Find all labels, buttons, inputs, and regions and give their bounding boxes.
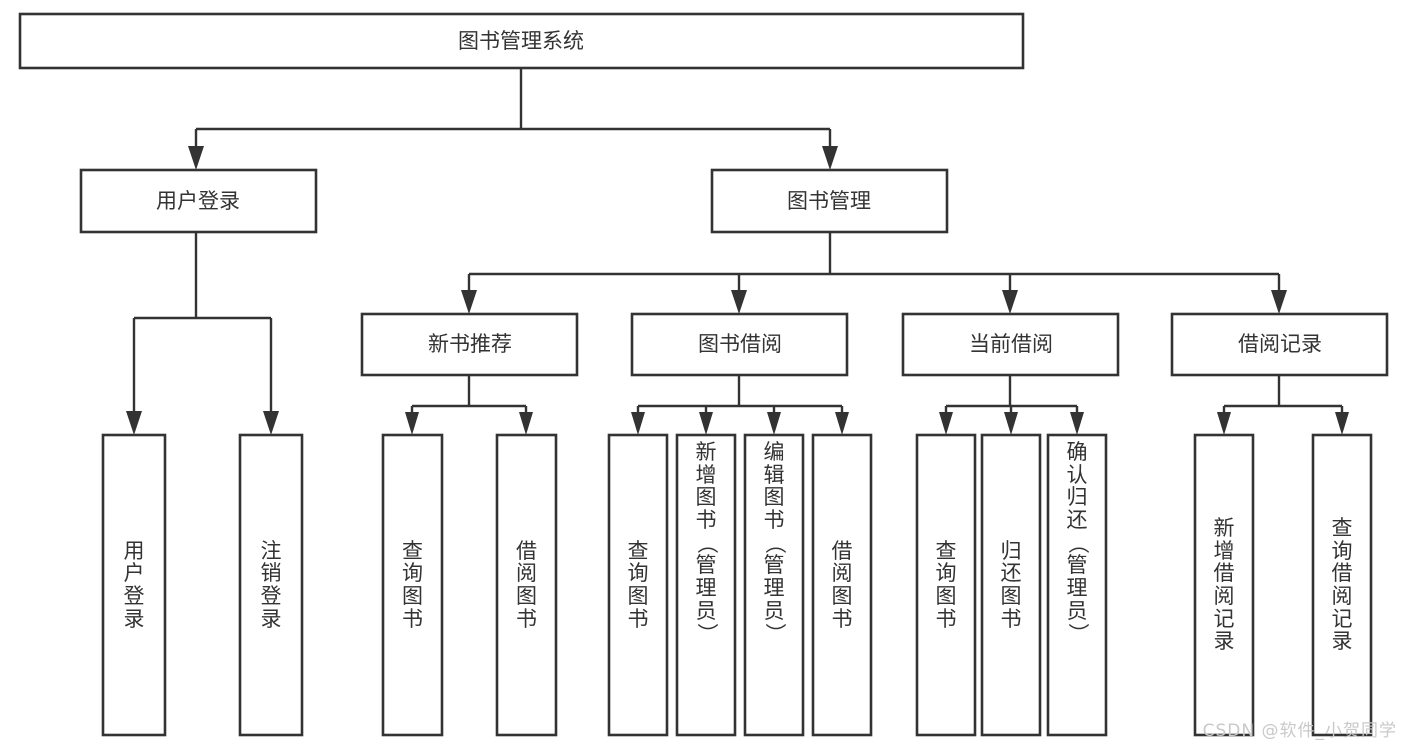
- node-borrow-record-box[interactable]: [1170, 312, 1389, 377]
- node-current-borrow[interactable]: 当前借阅: [901, 312, 1120, 377]
- node-new-book-recommend-label: 新书推荐: [428, 332, 512, 356]
- node-leaf-edit-book-admin-box[interactable]: [743, 433, 805, 737]
- node-leaf-query-borrow-record-box[interactable]: [1311, 433, 1373, 737]
- node-book-manage[interactable]: 图书管理: [710, 168, 949, 234]
- node-current-borrow-label: 当前借阅: [969, 332, 1053, 356]
- connector-layer: [126, 68, 1349, 435]
- node-new-book-recommend-box[interactable]: [360, 312, 579, 377]
- node-borrow-record-label: 借阅记录: [1238, 332, 1322, 356]
- arrowhead-leaf-query-book-rec: [405, 412, 419, 435]
- arrowhead-leaf-borrow-book: [835, 412, 849, 435]
- arrowhead-leaf-confirm-return-admin: [1070, 412, 1084, 435]
- node-user-login-box[interactable]: [79, 168, 318, 234]
- arrowhead-user-login: [188, 146, 204, 170]
- node-leaf-user-login-box[interactable]: [101, 433, 167, 737]
- arrowhead-leaf-add-borrow-record: [1217, 412, 1231, 435]
- node-leaf-add-book-admin-box[interactable]: [675, 433, 737, 737]
- node-layer: 图书管理系统 用户登录 图书管理 新书推荐 图书借阅 当前: [18, 12, 1389, 737]
- arrowhead-leaf-borrow-book-rec: [519, 412, 533, 435]
- arrowhead-borrow-record: [1271, 290, 1287, 314]
- arrowhead-book-borrow: [731, 290, 747, 314]
- arrowhead-book-manage: [822, 146, 838, 170]
- node-leaf-user-logout-box[interactable]: [238, 433, 304, 737]
- node-leaf-query-book-current-box[interactable]: [915, 433, 977, 737]
- node-leaf-borrow-book-box[interactable]: [811, 433, 873, 737]
- node-current-borrow-box[interactable]: [901, 312, 1120, 377]
- csdn-watermark: CSDN @软件_小贺同学: [1202, 721, 1397, 741]
- arrowhead-leaf-edit-book-admin: [767, 412, 781, 435]
- node-book-manage-box[interactable]: [710, 168, 949, 234]
- node-root[interactable]: 图书管理系统: [18, 12, 1025, 70]
- node-leaf-query-book-borrow-box[interactable]: [607, 433, 669, 737]
- node-new-book-recommend[interactable]: 新书推荐: [360, 312, 579, 377]
- node-leaf-query-book-rec-box[interactable]: [381, 433, 444, 737]
- node-root-box[interactable]: [18, 12, 1025, 70]
- node-root-label: 图书管理系统: [458, 29, 584, 53]
- arrowhead-leaf-return-book: [1004, 412, 1018, 435]
- node-leaf-add-borrow-record-box[interactable]: [1193, 433, 1255, 737]
- node-user-login[interactable]: 用户登录: [79, 168, 318, 234]
- node-user-login-label: 用户登录: [156, 189, 240, 213]
- node-book-borrow-label: 图书借阅: [698, 332, 782, 356]
- node-book-manage-label: 图书管理: [787, 189, 871, 213]
- arrowhead-leaf-query-book-current: [939, 412, 953, 435]
- node-book-borrow[interactable]: 图书借阅: [630, 312, 849, 377]
- arrowhead-leaf-add-book-admin: [699, 412, 713, 435]
- arrowhead-leaf-query-borrow-record: [1335, 412, 1349, 435]
- arrowhead-new-book-recommend: [461, 290, 477, 314]
- arrowhead-current-borrow: [1002, 290, 1018, 314]
- node-leaf-borrow-book-rec-box[interactable]: [495, 433, 558, 737]
- node-borrow-record[interactable]: 借阅记录: [1170, 312, 1389, 377]
- arrowhead-leaf-user-login: [126, 411, 142, 435]
- arrowhead-leaf-query-book-borrow: [631, 412, 645, 435]
- arrowhead-leaf-user-logout: [263, 411, 279, 435]
- node-leaf-confirm-return-admin-box[interactable]: [1046, 433, 1108, 737]
- node-leaf-return-book-box[interactable]: [980, 433, 1042, 737]
- node-book-borrow-box[interactable]: [630, 312, 849, 377]
